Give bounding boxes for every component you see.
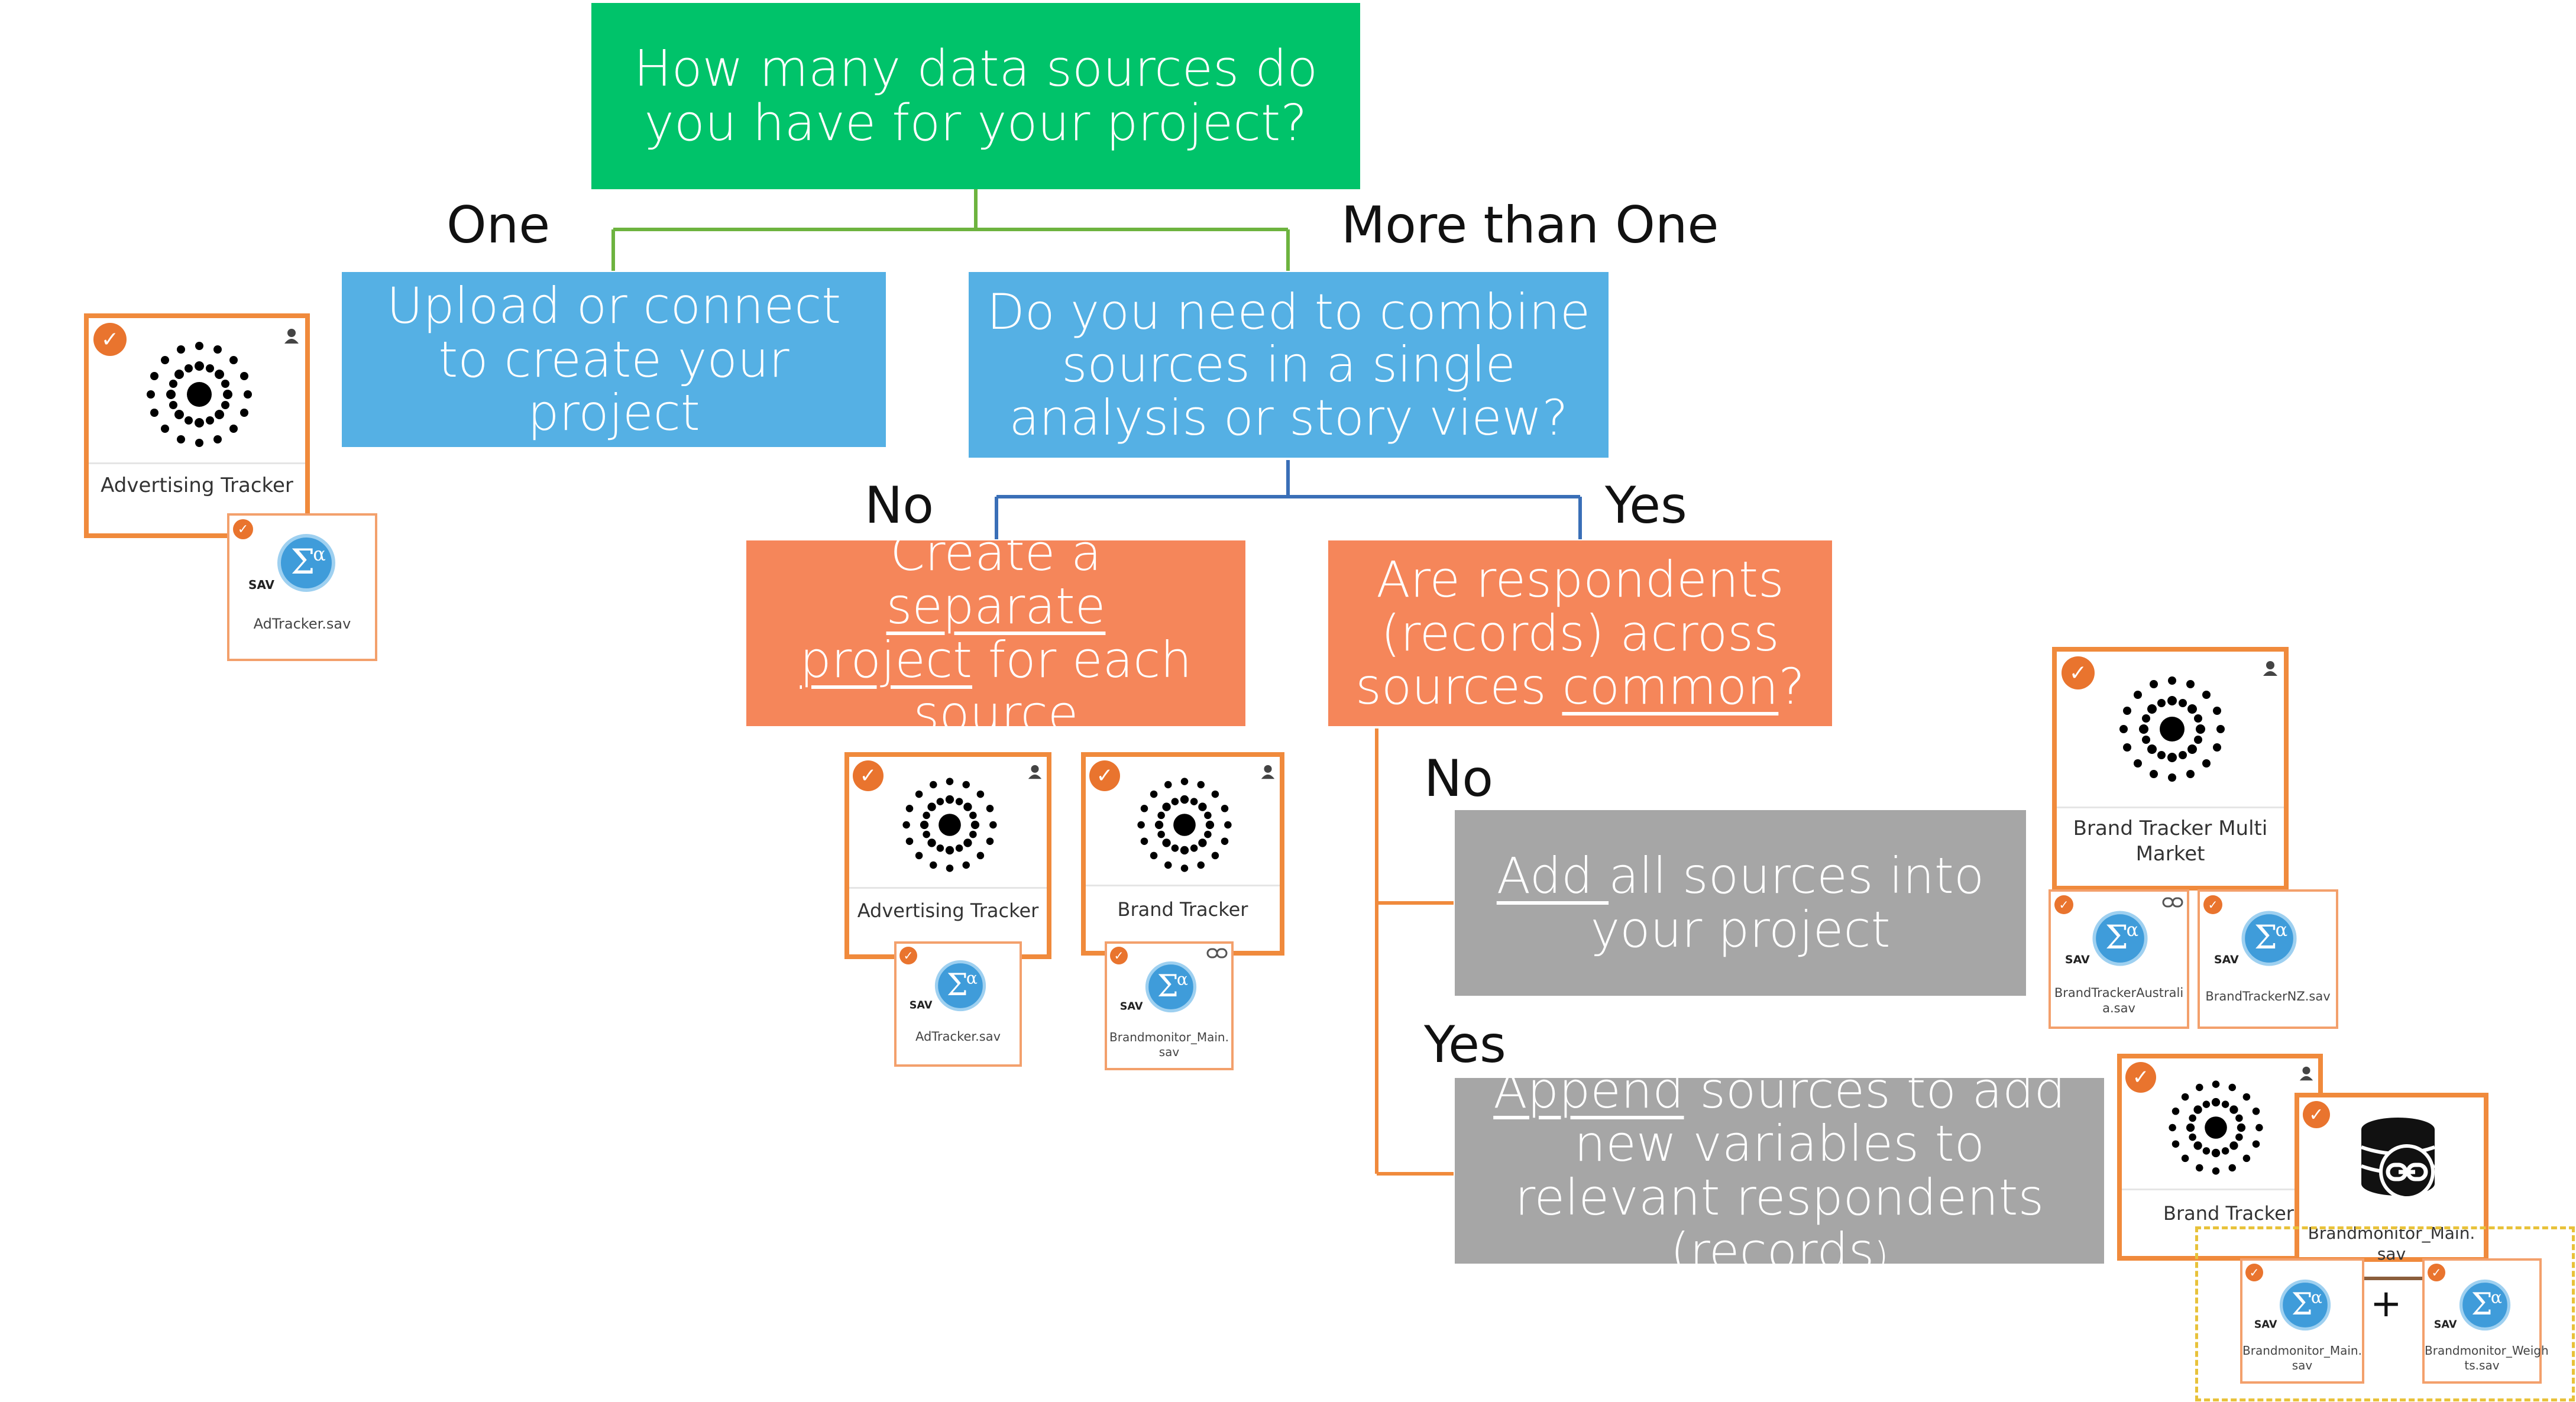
- project-card-brand-tracker-multi-market[interactable]: ✓ Brand Tracker Multi Market: [2052, 647, 2289, 891]
- node-append-sources: Append sources to add new variables to r…: [1455, 1063, 2104, 1278]
- plus-sign: +: [2370, 1282, 2402, 1326]
- add-link-text[interactable]: Add: [1496, 847, 1609, 905]
- sav-file-card-brandtracker-nz[interactable]: ✓ BrandTrackerNZ.sav: [2198, 889, 2338, 1029]
- branch-label-one: One: [446, 196, 551, 255]
- append-files-frame: [2195, 1226, 2575, 1401]
- check-icon: ✓: [1089, 760, 1120, 791]
- card-divider: [2122, 1189, 2318, 1190]
- node-upload-connect: Upload or connect to create your project: [342, 272, 886, 447]
- card-divider: [1086, 885, 1280, 886]
- sav-file-name: BrandTrackerAustrali a.sav: [2054, 986, 2184, 1016]
- card-divider: [2057, 807, 2284, 808]
- check-icon: ✓: [853, 760, 884, 791]
- card-title: Brand Tracker: [2163, 1202, 2294, 1225]
- card-title: Brand Tracker: [1117, 898, 1248, 921]
- check-icon: ✓: [93, 323, 127, 356]
- sav-file-card-adtracker-center[interactable]: ✓ AdTracker.sav: [894, 941, 1022, 1067]
- node-how-many-sources-text: How many data sources do you have for yo…: [633, 39, 1318, 153]
- sav-sigma-icon: [2253, 1274, 2357, 1336]
- sav-file-card-brandmonitor-main[interactable]: ✓ Brandmonitor_Main. sav: [2240, 1258, 2364, 1384]
- node-append-sources-text: Append sources to add new variables to r…: [1493, 1061, 2066, 1280]
- node-how-many-sources: How many data sources do you have for yo…: [591, 3, 1360, 189]
- branch-label-yes-top: Yes: [1605, 476, 1687, 535]
- sav-file-card-brandtracker-australia[interactable]: ✓ BrandTrackerAustrali a.sav: [2048, 889, 2189, 1029]
- card-title: Advertising Tracker: [101, 474, 293, 497]
- sav-file-card-brandmonitor-weights[interactable]: ✓ Brandmonitor_Weigh ts.sav: [2422, 1258, 2549, 1384]
- check-icon: ✓: [2245, 1264, 2263, 1281]
- branch-label-yes-lower: Yes: [1424, 1015, 1506, 1074]
- separate-link-text[interactable]: separate: [886, 577, 1106, 636]
- user-icon[interactable]: [283, 328, 300, 345]
- branch-label-more-than-one: More than One: [1341, 196, 1719, 255]
- card-divider: [89, 462, 305, 464]
- check-icon: ✓: [899, 947, 917, 964]
- project-card-advertising-tracker-left[interactable]: ✓ Advertising Tracker: [84, 313, 310, 538]
- dotted-circle-project-icon: [147, 342, 252, 447]
- branch-label-no-lower: No: [1424, 749, 1493, 808]
- project-card-brand-tracker-center[interactable]: ✓ Brand Tracker: [1081, 752, 1284, 956]
- card-title: Advertising Tracker: [857, 899, 1039, 922]
- node-respondents-common-text: Are respondents (records) across sources…: [1355, 550, 1805, 716]
- node-combine-question-text: Do you need to combine sources in a sing…: [986, 283, 1591, 446]
- node-add-sources-text: Add all sources into your project: [1496, 847, 1985, 959]
- node-add-sources: Add all sources into your project: [1455, 810, 2026, 996]
- append-link-text[interactable]: Append: [1493, 1061, 1684, 1119]
- sav-sigma-icon: [2064, 905, 2176, 972]
- check-icon: ✓: [1110, 947, 1128, 964]
- card-divider: [849, 887, 1047, 889]
- sav-file-name: Brandmonitor_Weigh ts.sav: [2425, 1343, 2549, 1372]
- project-card-advertising-tracker-center[interactable]: ✓ Advertising Tracker: [844, 752, 1051, 959]
- sav-sigma-icon: [908, 954, 1012, 1017]
- project-link-text[interactable]: project: [800, 631, 973, 689]
- sav-file-name: AdTracker.sav: [253, 616, 351, 632]
- user-icon[interactable]: [2298, 1066, 2315, 1082]
- check-icon: ✓: [2303, 1101, 2330, 1128]
- database-link-icon: [2360, 1118, 2436, 1200]
- check-icon: ✓: [2054, 895, 2073, 914]
- sav-file-card-adtracker-left[interactable]: ✓ AdTracker.sav: [227, 513, 377, 661]
- branch-label-no-top: No: [865, 476, 934, 535]
- check-icon: ✓: [2428, 1264, 2445, 1281]
- sav-sigma-icon: [247, 527, 365, 598]
- user-icon[interactable]: [1260, 764, 1276, 781]
- dotted-circle-project-icon: [2169, 1080, 2263, 1175]
- node-respondents-common: Are respondents (records) across sources…: [1328, 540, 1832, 726]
- check-icon: ✓: [2203, 895, 2222, 914]
- check-icon: ✓: [233, 519, 253, 539]
- sav-file-name: AdTracker.sav: [915, 1029, 1001, 1044]
- node-upload-connect-text: Upload or connect to create your project: [386, 276, 842, 442]
- sav-file-name: Brandmonitor_Main. sav: [1109, 1030, 1229, 1059]
- node-combine-question: Do you need to combine sources in a sing…: [969, 272, 1609, 458]
- sav-file-name: BrandTrackerNZ.sav: [2205, 989, 2331, 1003]
- card-title: Brand Tracker Multi Market: [2073, 817, 2268, 866]
- check-icon: ✓: [2125, 1062, 2156, 1093]
- sav-file-name: Brandmonitor_Main. sav: [2242, 1343, 2362, 1372]
- user-icon[interactable]: [1027, 764, 1043, 781]
- sav-sigma-icon: [2433, 1274, 2537, 1336]
- dotted-circle-project-icon: [2119, 676, 2225, 782]
- dotted-circle-project-icon: [902, 778, 997, 872]
- common-link-text[interactable]: common: [1562, 658, 1779, 716]
- sav-file-card-brandmonitor-center[interactable]: ✓ Brandmonitor_Main. sav: [1105, 941, 1234, 1070]
- user-icon[interactable]: [2261, 660, 2279, 678]
- sav-sigma-icon: [1119, 956, 1223, 1018]
- check-icon: ✓: [2062, 656, 2095, 689]
- sav-sigma-icon: [2213, 905, 2325, 972]
- dotted-circle-project-icon: [1137, 778, 1232, 872]
